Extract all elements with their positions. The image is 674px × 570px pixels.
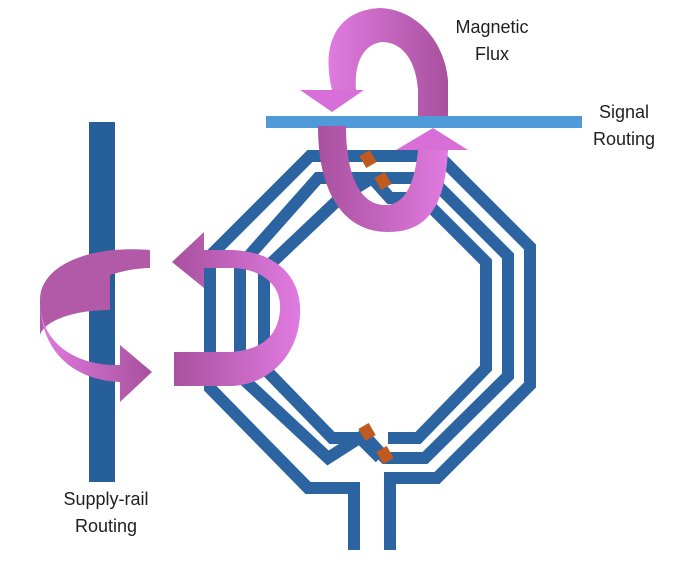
left-flux-loop — [40, 232, 301, 402]
supply-rail-label-line1: Supply-rail — [63, 489, 148, 509]
crossover-via-top-2 — [374, 171, 392, 191]
crossover-via-bottom-2 — [376, 445, 394, 465]
crossover-via-bottom-1 — [358, 422, 376, 442]
crossover-via-top-1 — [359, 149, 377, 169]
supply-rail-label-line2: Routing — [75, 516, 137, 536]
crossover-vias — [358, 149, 394, 465]
magnetic-flux-label-line2: Flux — [475, 44, 509, 64]
coil-winding-outer — [204, 150, 536, 550]
top-flux-loop — [300, 8, 448, 118]
signal-routing-line — [266, 116, 582, 128]
signal-routing-label-line1: Signal — [599, 102, 649, 122]
signal-routing-label-line2: Routing — [593, 129, 655, 149]
top-flux-loop-front — [318, 126, 468, 232]
magnetic-flux-label-line1: Magnetic — [455, 17, 528, 37]
left-flux-loop-back — [40, 249, 150, 335]
coil-winding-inner-right — [367, 173, 492, 444]
